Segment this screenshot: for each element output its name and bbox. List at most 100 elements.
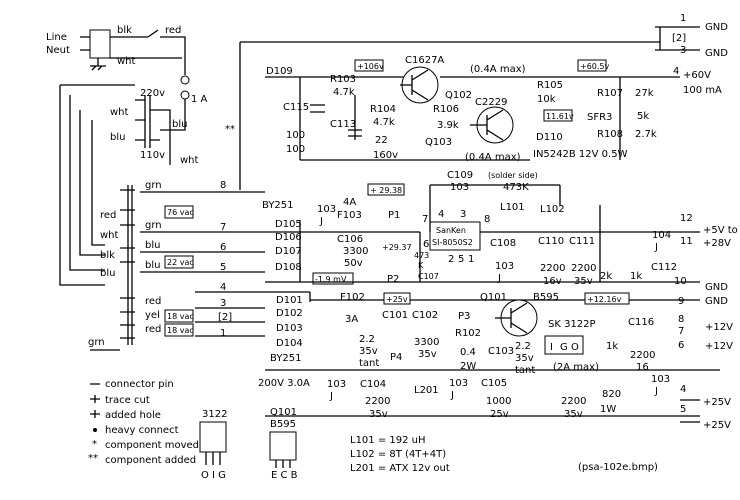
legend: * ** connector pin trace cut added hole … [88, 379, 199, 466]
c106v2-label: 50v [344, 258, 363, 269]
v1216-label: +12.16v [587, 295, 622, 304]
pin4-label: 4 [220, 282, 226, 293]
note-l102: L102 = 8T (4T+4T) [350, 449, 446, 460]
out25a-label: +25V [703, 397, 731, 408]
c108-label: C108 [490, 238, 516, 249]
l102-label: L102 [540, 204, 565, 215]
grn3-label: grn [88, 337, 105, 348]
p4-label: P4 [390, 352, 402, 363]
v605-label: +60.5v [580, 62, 610, 71]
c103v-label: 2.2 [515, 341, 531, 352]
gnd3-label: GND [705, 282, 728, 293]
power-switch [89, 29, 111, 59]
pin4b-label: 4 [680, 384, 686, 395]
q103-label: Q103 [425, 137, 452, 148]
q102a-label: C1627A [405, 55, 444, 66]
out28-label: +28V [703, 238, 731, 249]
c100v-label: 2200 [561, 396, 586, 407]
i8-label: 8 [484, 214, 490, 225]
pin8b-label: 8 [678, 314, 684, 325]
line-label: Line [46, 32, 67, 43]
f103-label: F103 [337, 210, 362, 221]
r103-label: R103 [330, 74, 356, 85]
t3122-label: 3122 [202, 409, 227, 420]
v2937-label: +29.37 [382, 243, 412, 252]
r1k-label: 1k [630, 271, 642, 282]
pin5-label: 5 [220, 262, 226, 273]
c110-label: C110 [538, 236, 564, 247]
c112j-label: J [654, 242, 658, 253]
q103a-label: C2229 [475, 97, 507, 108]
c100v2-label: 35v [564, 409, 583, 420]
r1w-label: 1W [600, 404, 616, 415]
jj2-label: J [329, 391, 333, 402]
r102v2-label: 2W [460, 361, 476, 372]
d106-label: D106 [275, 232, 302, 243]
by251-label: BY251 [262, 200, 294, 211]
b595-label: B595 [270, 419, 296, 430]
d102-label: D102 [276, 308, 303, 319]
q101t-label: B595 [533, 292, 559, 303]
l201-label: L201 [414, 385, 439, 396]
r102-label: R102 [455, 328, 481, 339]
red2-label: red [145, 296, 161, 307]
r105-label: R105 [537, 80, 563, 91]
c101-label: C101 [382, 310, 408, 321]
pin6b-label: 6 [678, 340, 684, 351]
r2k-label: 2k [600, 271, 612, 282]
i7-label: 7 [422, 214, 428, 225]
c116-label: C116 [628, 317, 654, 328]
connector-pins-left: 8 7 6 5 4 3 [2] 1 [90, 180, 265, 351]
c102v-label: 3300 [414, 337, 439, 348]
q101-label: Q101 [480, 292, 507, 303]
mid-regulator: BY251 D105 D106 D107 D108 C109 103 (sold… [262, 170, 738, 293]
i4-label: 4 [438, 209, 444, 220]
file-label: (psa-102e.bmp) [578, 462, 658, 473]
c108j-label: J [497, 273, 501, 284]
d110v-label: IN5242B 12V 0.5W [533, 149, 628, 160]
c108v-label: 103 [495, 261, 514, 272]
c111-label: C111 [569, 236, 595, 247]
pin10-label: 10 [674, 276, 687, 287]
f102-label: F102 [340, 292, 365, 303]
r1k2-label: 1k [606, 341, 618, 352]
legend-star: * [92, 439, 97, 450]
c102v2-label: 35v [418, 349, 437, 360]
c105v2-label: 25v [490, 409, 509, 420]
v200-label: 200V 3.0A [258, 378, 310, 389]
c113-label: C113 [330, 119, 356, 130]
legend-l6: component added [105, 455, 196, 466]
c103c-label: 103 [651, 374, 670, 385]
legend-l2: trace cut [105, 395, 150, 406]
c101v-label: 2.2 [359, 334, 375, 345]
r102v-label: 0.4 [460, 347, 476, 358]
vac18a-label: 18 vac [167, 312, 194, 321]
pin8-label: 8 [220, 180, 226, 191]
wht-t-label: wht [100, 230, 119, 241]
notes: L101 = 192 uH L102 = 8T (4T+4T) L201 = A… [350, 435, 658, 474]
v2938-label: + 29.38 [370, 186, 402, 195]
q102-label: Q102 [445, 90, 472, 101]
c112-label: C112 [651, 262, 677, 273]
out12a-label: +12V [705, 322, 733, 333]
pin3-r: 3 [680, 45, 686, 56]
transformer: grn grn red wht blk blu blu blu red yel … [88, 180, 194, 348]
i5-label: 5 [458, 254, 464, 265]
blu-label: blu [172, 119, 187, 130]
d101-label: D101 [276, 295, 303, 306]
max2-label: (2A max) [553, 362, 599, 373]
l101-label: L101 [500, 202, 525, 213]
ecb-label: E C B [271, 470, 298, 481]
wht-label: wht [117, 56, 136, 67]
c103b-label: 103 [449, 378, 468, 389]
r820-label: 820 [602, 389, 621, 400]
fuse-label: 1 A [191, 94, 208, 105]
by251b-label: BY251 [270, 353, 302, 364]
out5-label: +5V to [703, 225, 738, 236]
vac22-label: 22 vac [167, 258, 194, 267]
c106v-label: 3300 [343, 246, 368, 257]
yel-label: yel [145, 310, 160, 321]
c101v2-label: 35v [359, 346, 378, 357]
hv-regulator: D109 C115 100 100 R103 4.7k +106v C113 R… [225, 41, 722, 190]
